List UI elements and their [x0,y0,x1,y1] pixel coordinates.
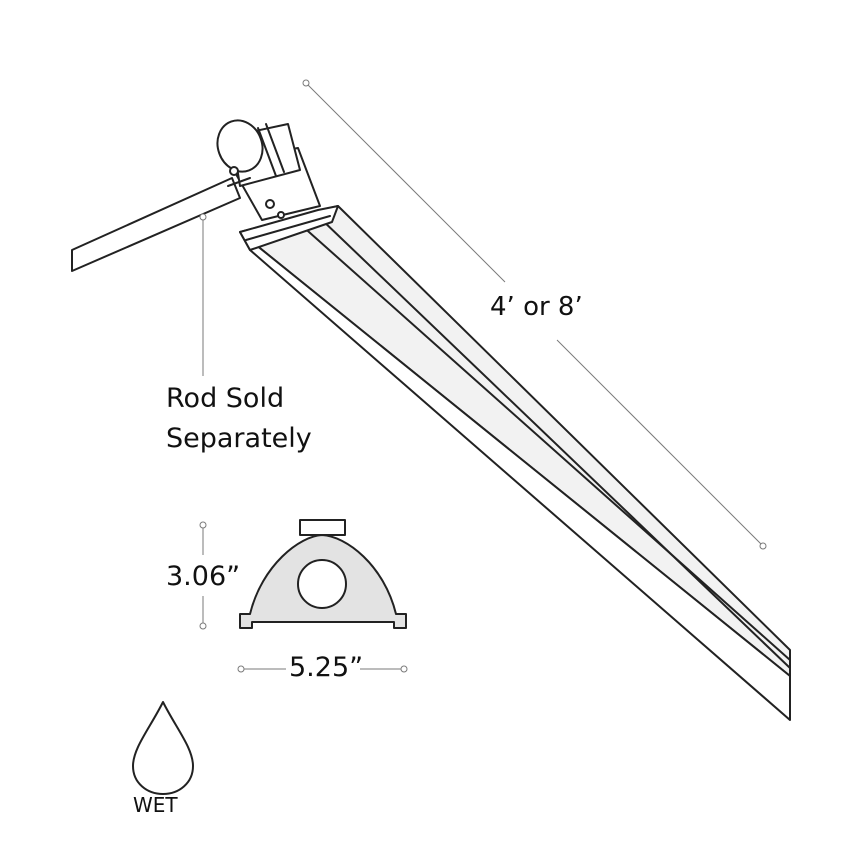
mounting-knuckle [216,119,321,221]
length-dimension-line [302,79,767,550]
rod-note-line-1: Rod Sold [166,383,285,414]
width-dimension-line [237,665,408,673]
height-dimension-line [199,521,207,630]
water-drop-icon [132,701,194,795]
linear-fixture-body [239,205,791,721]
height-dimension-label: 3.06” [166,561,241,592]
length-dimension-label: 4’ or 8’ [490,292,583,322]
rod-leader-line [199,213,207,376]
cross-section-profile [239,519,407,629]
width-dimension-label: 5.25” [289,652,364,683]
wet-rating-label: WET [133,793,178,817]
pendant-rod [71,177,241,272]
rod-note-line-2: Separately [166,423,312,454]
